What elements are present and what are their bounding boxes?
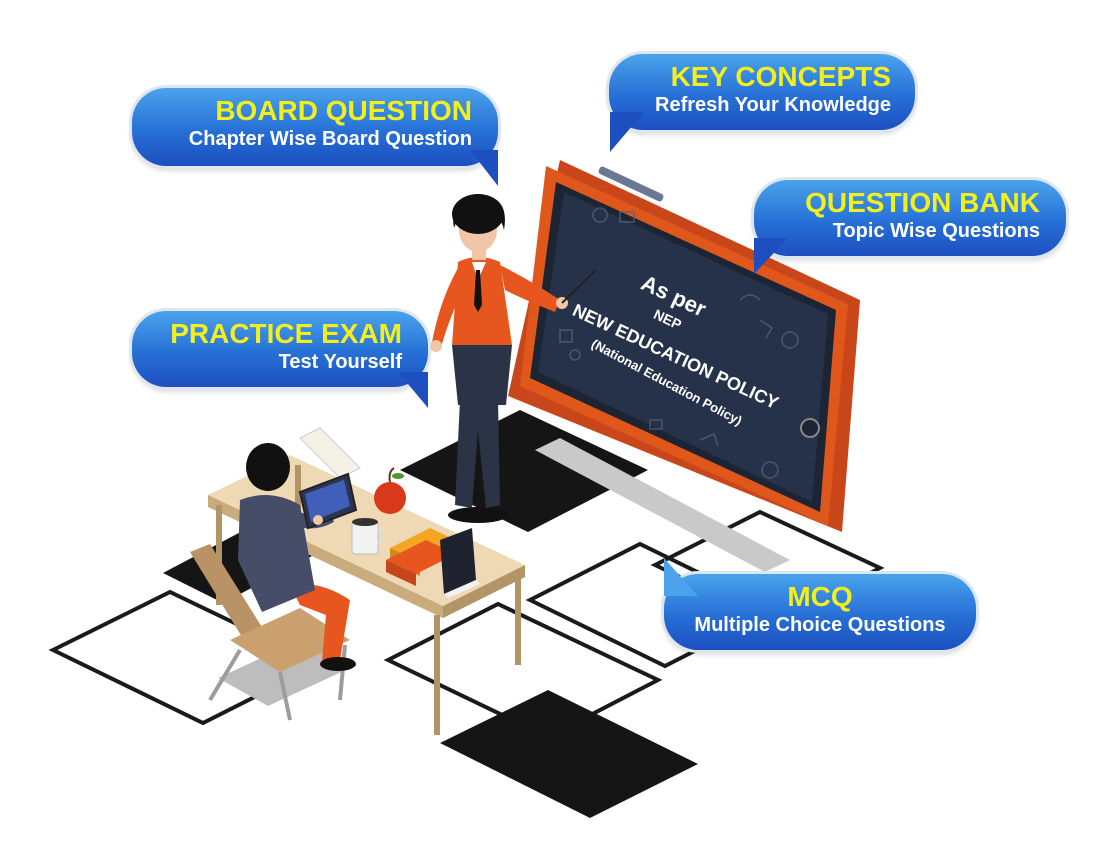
board-question-bubble-tail (470, 150, 498, 186)
key-concepts-subtitle: Refresh Your Knowledge (655, 94, 891, 116)
phone-board (508, 160, 860, 532)
key-concepts-bubble-tail (610, 112, 644, 152)
teacher-figure (430, 194, 597, 523)
key-concepts-bubble[interactable]: KEY CONCEPTS Refresh Your Knowledge (609, 54, 915, 130)
board-question-bubble[interactable]: BOARD QUESTION Chapter Wise Board Questi… (132, 88, 498, 166)
practice-exam-bubble-tail (398, 372, 428, 408)
practice-exam-subtitle: Test Yourself (278, 351, 402, 373)
practice-exam-bubble[interactable]: PRACTICE EXAM Test Yourself (132, 311, 428, 387)
question-bank-bubble-tail (754, 238, 788, 274)
desk-items (351, 467, 480, 598)
student-figure (238, 443, 358, 671)
board-question-subtitle: Chapter Wise Board Question (188, 128, 472, 150)
key-concepts-title: KEY CONCEPTS (670, 61, 891, 92)
question-bank-bubble[interactable]: QUESTION BANK Topic Wise Questions (754, 180, 1066, 256)
practice-exam-title: PRACTICE EXAM (170, 318, 402, 349)
board-question-title: BOARD QUESTION (215, 95, 472, 126)
question-bank-title: QUESTION BANK (805, 187, 1040, 218)
mcq-bubble[interactable]: MCQ Multiple Choice Questions (664, 574, 976, 650)
mcq-title: MCQ (787, 581, 853, 612)
mcq-bubble-tail (664, 558, 698, 596)
question-bank-subtitle: Topic Wise Questions (832, 220, 1040, 242)
mcq-subtitle: Multiple Choice Questions (694, 614, 946, 636)
chair (190, 544, 350, 721)
